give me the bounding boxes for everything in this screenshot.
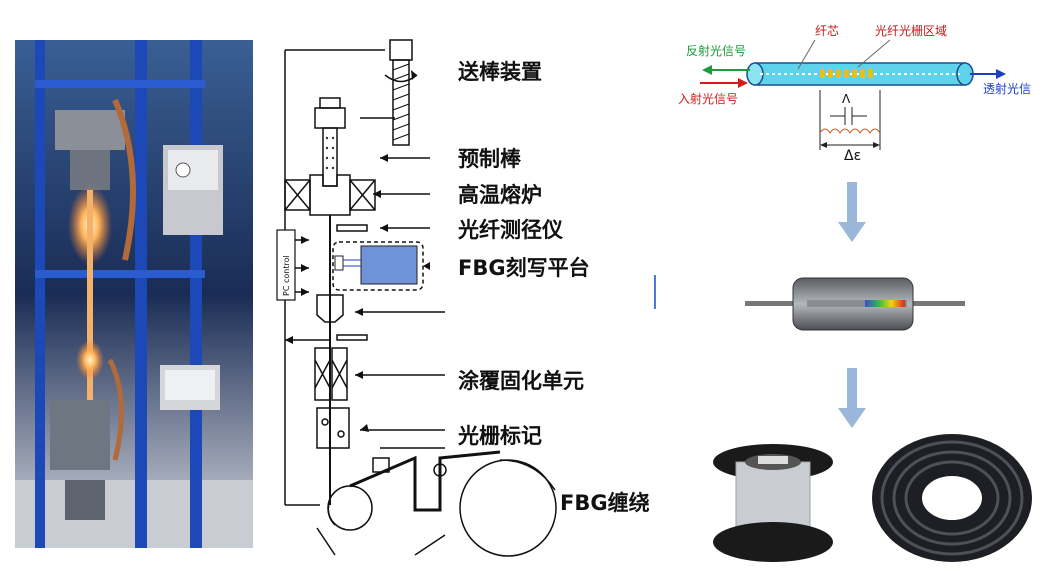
fiber-route [349,450,501,512]
label-feeder: 送棒装置 [458,60,542,84]
cabled-fiber-coil [872,434,1032,562]
draw-tower-photo [15,40,253,548]
label-diameter-gauge: 光纤测径仪 [458,218,563,242]
draw-tower-illustration [15,40,253,548]
label-core: 纤芯 [815,24,840,38]
label-furnace: 高温熔炉 [458,183,542,207]
diameter-gauge [336,224,368,232]
packaged-fbg [745,277,965,331]
preform [322,127,338,187]
feeder-screw [392,59,410,146]
spring-coil [819,128,881,134]
down-arrow-2 [838,368,866,428]
divider [654,275,656,309]
label-period: Λ [842,92,851,106]
feeder-motor [389,39,413,61]
down-arrow-1 [838,182,866,242]
fbg-laser-box [360,245,418,285]
label-coating: 涂覆固化单元 [458,369,584,393]
label-transmitted: 透射光信 [983,82,1032,96]
marking-unit [316,407,350,449]
label-strain: Δε [844,148,862,164]
coating-cup [316,294,344,323]
label-marking: 光栅标记 [458,424,542,448]
label-incident: 入射光信号 [678,92,739,106]
bare-fiber-spool [713,444,833,562]
capstan-wheel [327,485,373,531]
label-fbg-writing: FBG刻写平台 [458,256,590,280]
label-grating-region: 光纤光栅区域 [875,24,948,38]
pc-control-box [276,229,296,301]
label-winding: FBG缠绕 [560,491,650,515]
grating-marks [820,69,873,78]
furnace-left [284,179,311,211]
draw-process-schematic: PC control [276,39,557,557]
fbg-principle-diagram [700,39,1006,150]
label-preform: 预制棒 [458,147,521,171]
furnace-body [309,174,351,216]
pc-control-label: PC control [282,255,291,296]
label-reflected: 反射光信号 [686,44,747,58]
